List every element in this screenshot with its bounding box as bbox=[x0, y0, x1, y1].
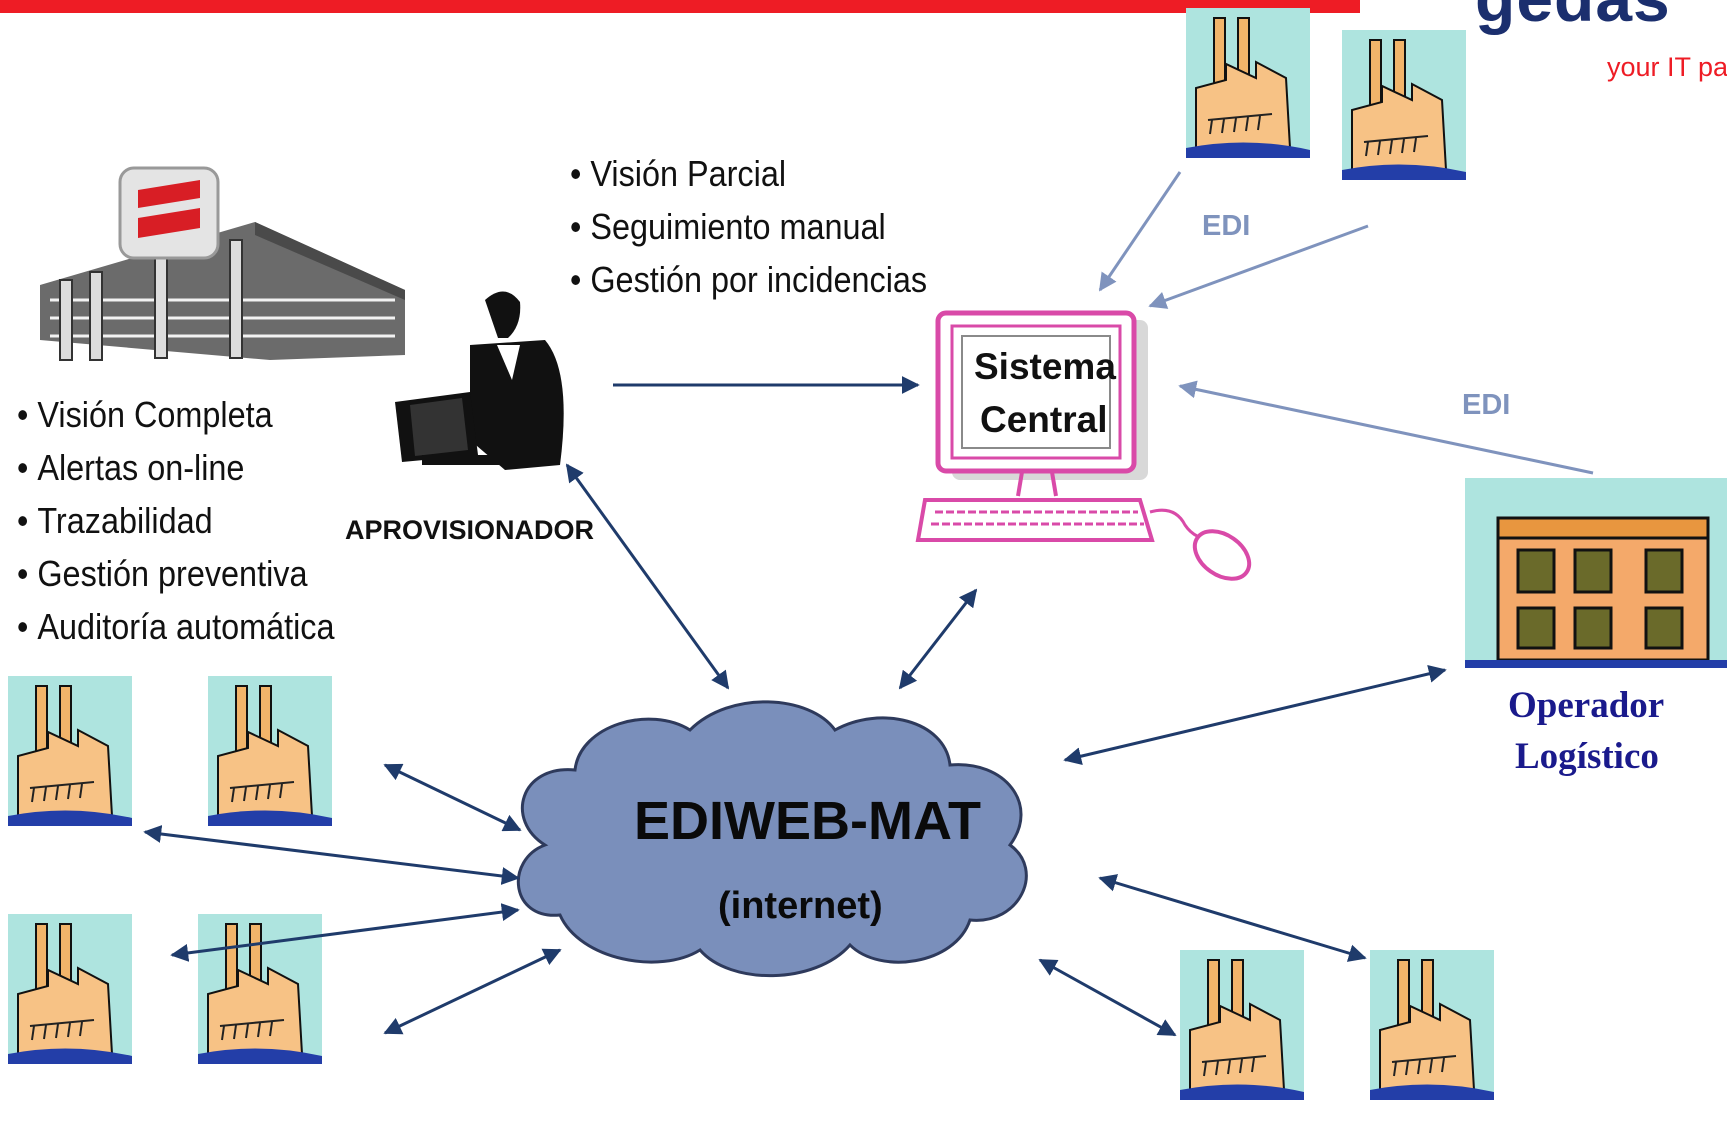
brand-tagline: your IT par bbox=[1607, 52, 1727, 82]
arrow-factory-left1-cloud bbox=[143, 825, 520, 885]
factory-bottom-1-icon bbox=[1179, 949, 1305, 1101]
top-bullet-item: Gestión por incidencias bbox=[570, 253, 927, 306]
aprovisionador-person-icon bbox=[395, 291, 564, 470]
factory-top-1-icon bbox=[1185, 7, 1311, 159]
left-bullet-item: Alertas on-line bbox=[17, 441, 335, 494]
brand-logo: gedas bbox=[1475, 0, 1671, 36]
top-bullet-list: Visión Parcial Seguimiento manual Gestió… bbox=[570, 147, 967, 306]
factory-left-2-icon bbox=[207, 675, 333, 827]
arrow-aprovisionador-cloud bbox=[565, 463, 730, 690]
sistema-central-computer-icon bbox=[915, 310, 1252, 581]
operador-logistico-building-icon bbox=[1465, 478, 1727, 668]
left-bullet-item: Visión Completa bbox=[17, 388, 335, 441]
cloud-subtitle: (internet) bbox=[718, 885, 883, 927]
edi-label-right: EDI bbox=[1462, 389, 1511, 421]
sistema-central-label-line1: Sistema bbox=[974, 346, 1116, 387]
arrow-factory-left4-cloud bbox=[383, 948, 562, 1035]
arrow-edi-factory1 bbox=[1098, 171, 1182, 292]
ediweb-cloud bbox=[516, 700, 1028, 978]
edi-label-top: EDI bbox=[1202, 210, 1251, 242]
top-bullet-item: Seguimiento manual bbox=[570, 200, 927, 253]
sistema-central-label-line2: Central bbox=[980, 399, 1108, 440]
arrow-factory-bottom2-cloud bbox=[1098, 874, 1367, 962]
left-bullet-item: Trazabilidad bbox=[17, 494, 335, 547]
left-bullet-item: Gestión preventiva bbox=[17, 547, 335, 600]
operador-label-line2: Logístico bbox=[1515, 736, 1659, 777]
arrow-factory-bottom1-cloud bbox=[1038, 958, 1177, 1037]
operador-label-line1: Operador bbox=[1508, 685, 1665, 726]
arrow-edi-operador bbox=[1178, 380, 1594, 475]
left-bullet-list: Visión Completa Alertas on-line Trazabil… bbox=[17, 388, 370, 653]
arrow-edi-factory2 bbox=[1148, 224, 1369, 309]
factory-left-3-icon bbox=[7, 913, 133, 1065]
seat-building-image bbox=[40, 166, 405, 361]
aprovisionador-label: APROVISIONADOR bbox=[345, 515, 595, 545]
factory-bottom-2-icon bbox=[1369, 949, 1495, 1101]
cloud-title: EDIWEB-MAT bbox=[634, 791, 981, 851]
header-red-bar bbox=[0, 0, 1360, 13]
arrow-factory-left3-cloud bbox=[170, 903, 520, 962]
arrow-sistema-cloud bbox=[898, 588, 978, 690]
factory-left-1-icon bbox=[7, 675, 133, 827]
top-bullet-item: Visión Parcial bbox=[570, 147, 927, 200]
factory-top-2-icon bbox=[1341, 29, 1467, 181]
arrow-factory-left2-cloud bbox=[383, 763, 522, 832]
arrow-operador-cloud bbox=[1063, 664, 1447, 766]
left-bullet-item: Auditoría automática bbox=[17, 600, 334, 653]
